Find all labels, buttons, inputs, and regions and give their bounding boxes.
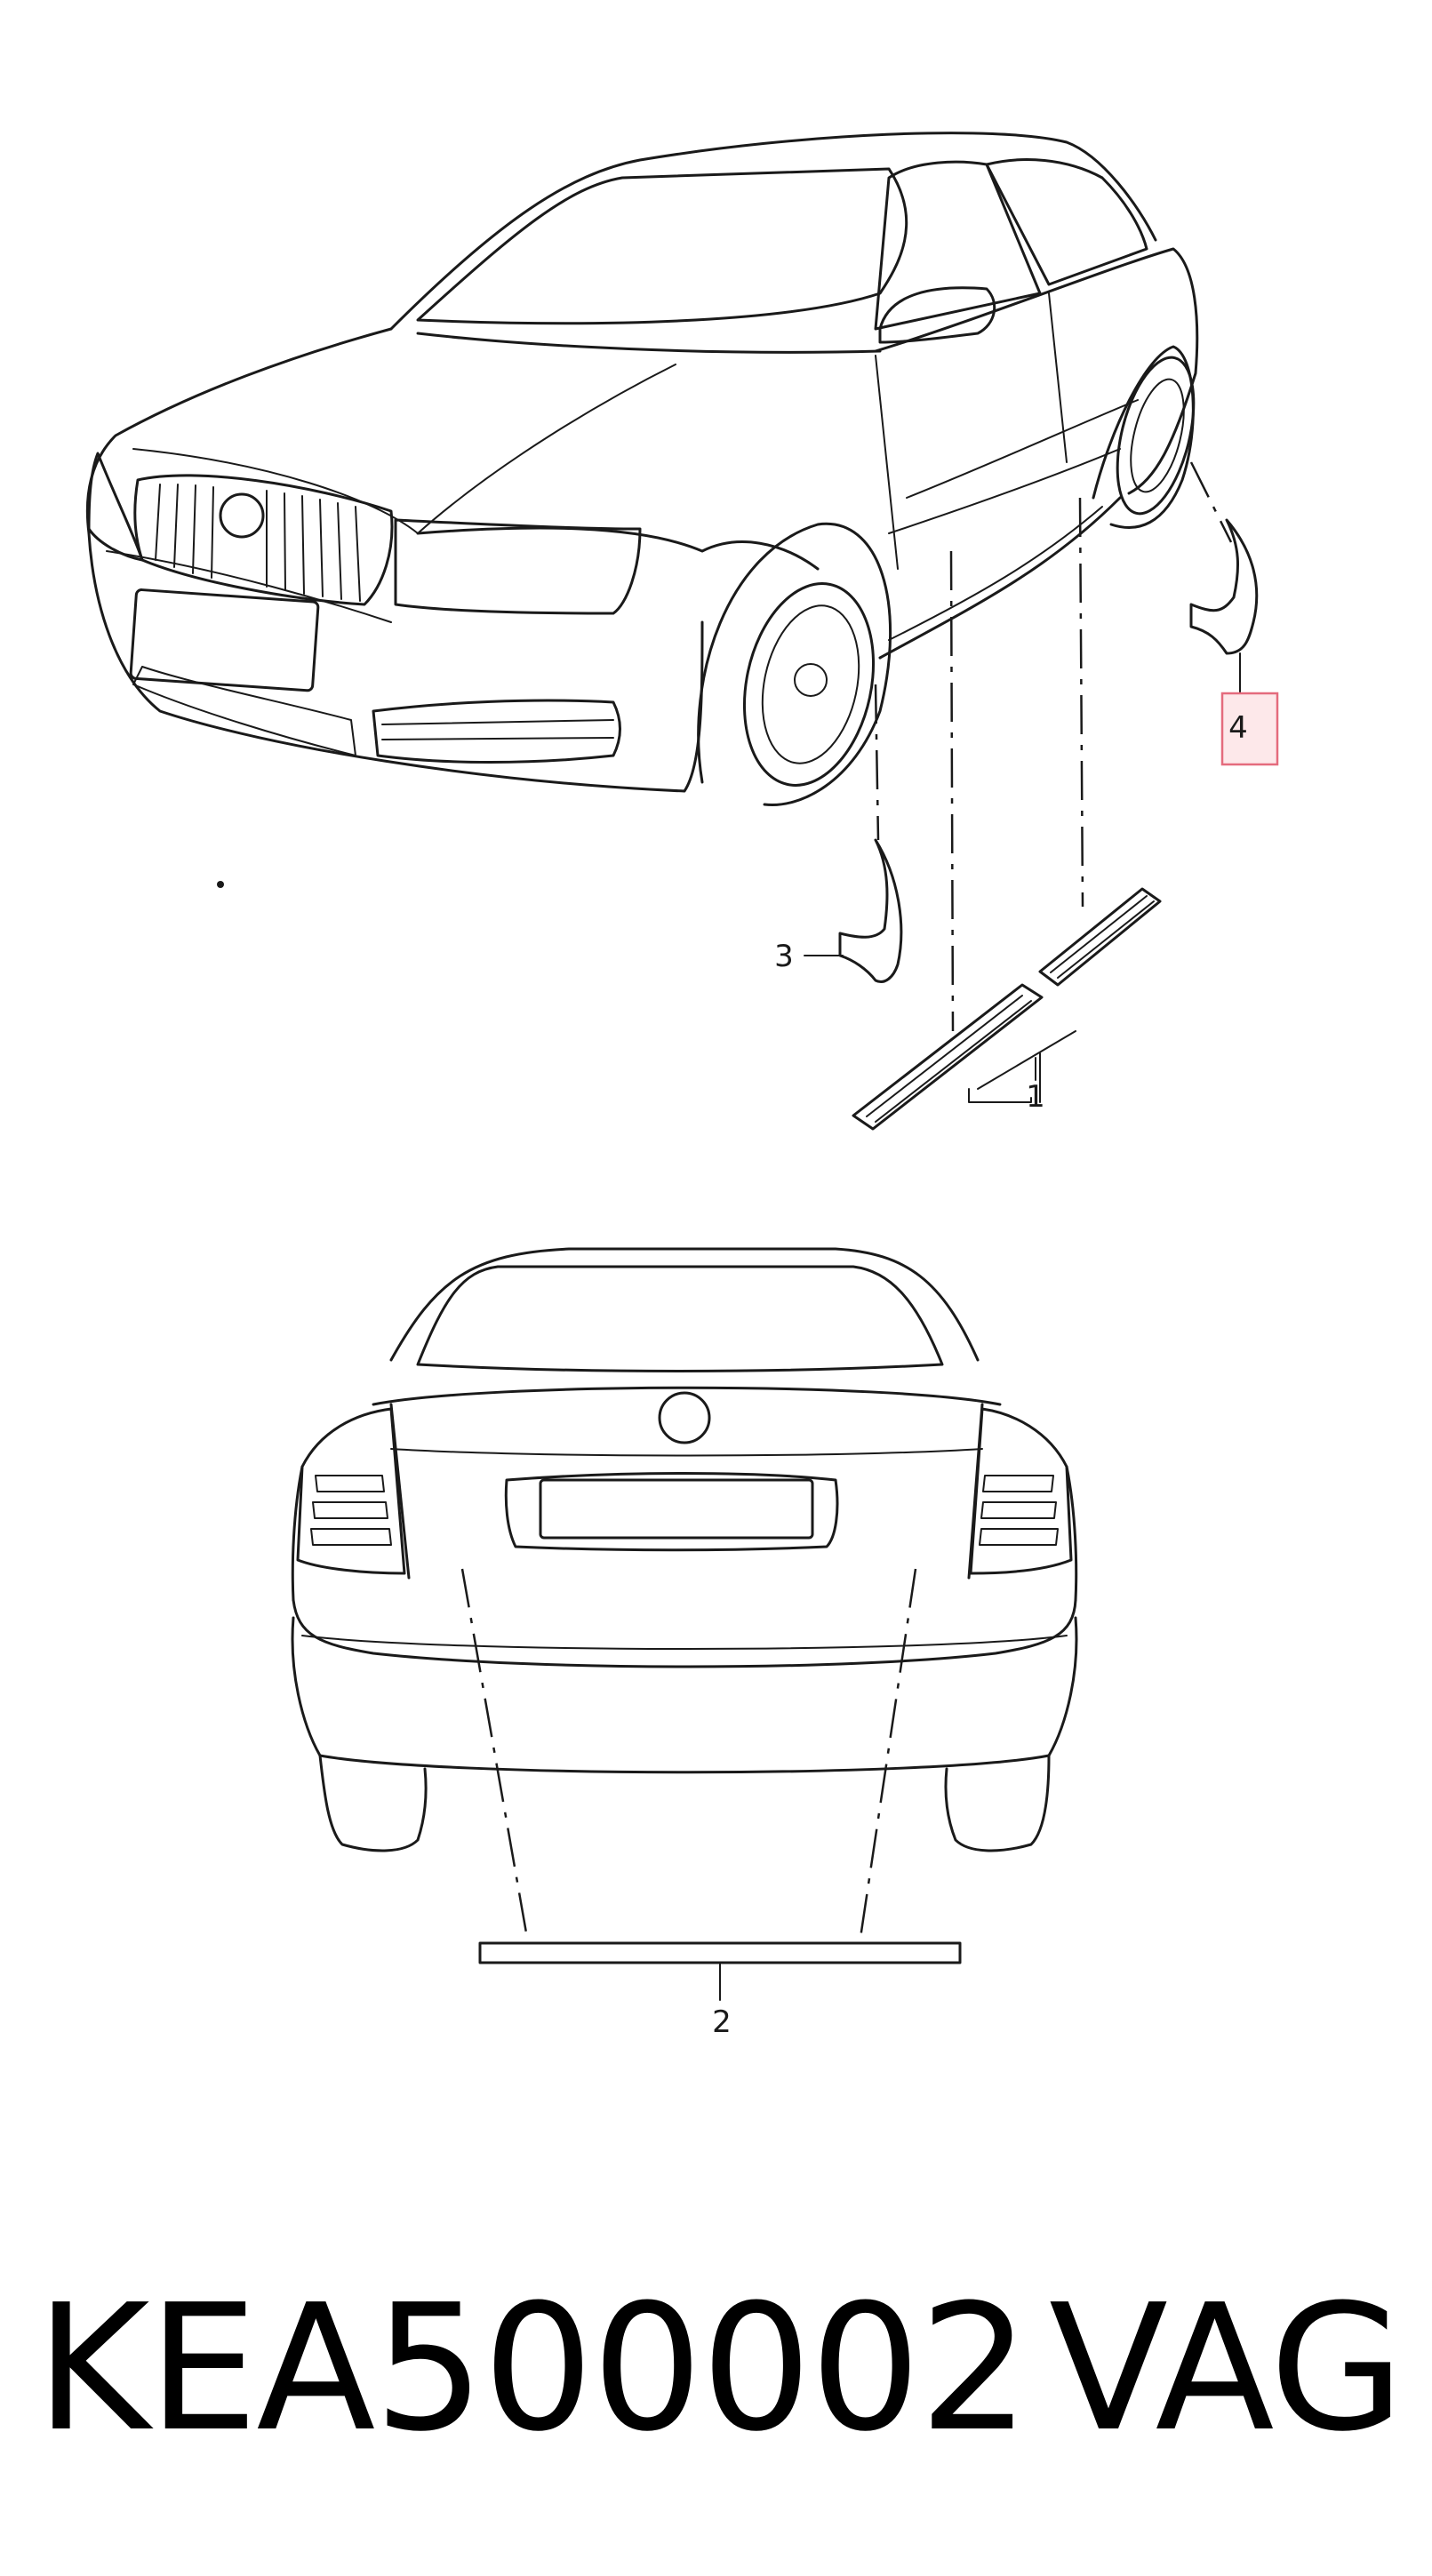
car-rear-view bbox=[291, 1247, 1078, 1852]
part-3-mud-flap bbox=[838, 838, 903, 983]
callout-2: 2 bbox=[712, 2004, 732, 2040]
front-license-plate bbox=[129, 588, 320, 692]
part-4-mud-flap bbox=[1189, 518, 1259, 655]
part-2-bumper-strip bbox=[478, 1941, 962, 1964]
leader-4 bbox=[1189, 461, 1233, 543]
right-tail-light-bars bbox=[979, 1475, 1059, 1546]
leader-1a bbox=[949, 550, 955, 1032]
part-number: KEA500002 bbox=[36, 2268, 1030, 2470]
callout-1: 1 bbox=[1026, 1079, 1045, 1115]
leader-2b bbox=[859, 1568, 917, 1939]
brand-name: VAG bbox=[1049, 2268, 1404, 2470]
leader-3 bbox=[874, 684, 880, 841]
callout-4-highlight bbox=[1220, 692, 1279, 766]
left-tail-light-bars bbox=[310, 1475, 392, 1546]
leader-2a bbox=[460, 1568, 529, 1939]
callout-3: 3 bbox=[774, 939, 794, 974]
front-badge bbox=[219, 492, 265, 539]
leader-1b bbox=[1078, 497, 1084, 908]
grille-bars bbox=[155, 484, 361, 602]
rear-badge bbox=[658, 1391, 711, 1444]
car-front-view bbox=[85, 132, 1199, 807]
footer-caption: KEA500002 VAG bbox=[36, 2258, 1404, 2480]
front-wheel bbox=[742, 582, 876, 787]
rear-license-plate bbox=[539, 1478, 814, 1540]
rear-wheel bbox=[1116, 356, 1196, 516]
part-1-sill-plates bbox=[852, 887, 1162, 1131]
callout-4: 4 bbox=[1228, 710, 1248, 746]
